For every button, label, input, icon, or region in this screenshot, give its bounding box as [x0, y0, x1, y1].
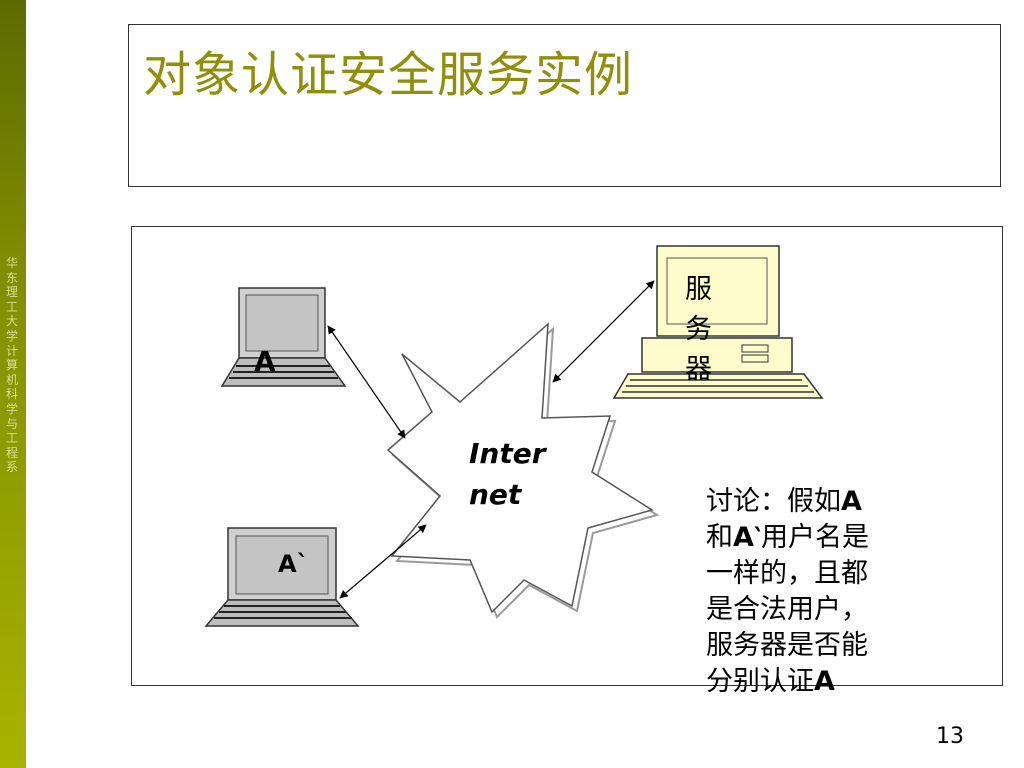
internet-label: Inter net: [469, 437, 546, 511]
discussion-part2: 用户名是一样的，且都是合法用户，服务器是否能分别认证: [706, 522, 870, 697]
slide-title: 对象认证安全服务实例: [143, 47, 634, 103]
link-a-prime-internet: [339, 524, 427, 599]
page-number: 13: [936, 724, 964, 749]
server-computer-icon: [612, 245, 824, 399]
laptop-a-icon: [220, 287, 347, 387]
internet-burst-icon: [386, 322, 660, 619]
discussion-user-a: A: [841, 486, 862, 517]
link-a-internet: [327, 325, 406, 439]
laptop-a-prime-icon: [204, 527, 360, 627]
sidebar-strip: 华东理工大学计算机科学与工程系: [0, 0, 26, 768]
discussion-user-a-prime: A‵: [733, 522, 762, 553]
sidebar-org-text: 华东理工大学计算机科学与工程系: [6, 256, 19, 475]
server-label: 服务器: [685, 274, 712, 385]
discussion-text: 讨论：假如A和A‵用户名是一样的，且都是合法用户，服务器是否能分别认证A: [706, 484, 882, 700]
title-box: 对象认证安全服务实例: [128, 24, 1001, 187]
discussion-conj: 和: [706, 522, 733, 553]
diagram-frame: [131, 226, 1003, 686]
laptop-a-prime-label: A`: [278, 550, 309, 578]
laptop-a-label: A: [254, 345, 276, 378]
link-internet-server: [552, 280, 655, 383]
discussion-user-a-end: A: [814, 666, 835, 697]
discussion-part1: 讨论：假如: [706, 486, 841, 517]
